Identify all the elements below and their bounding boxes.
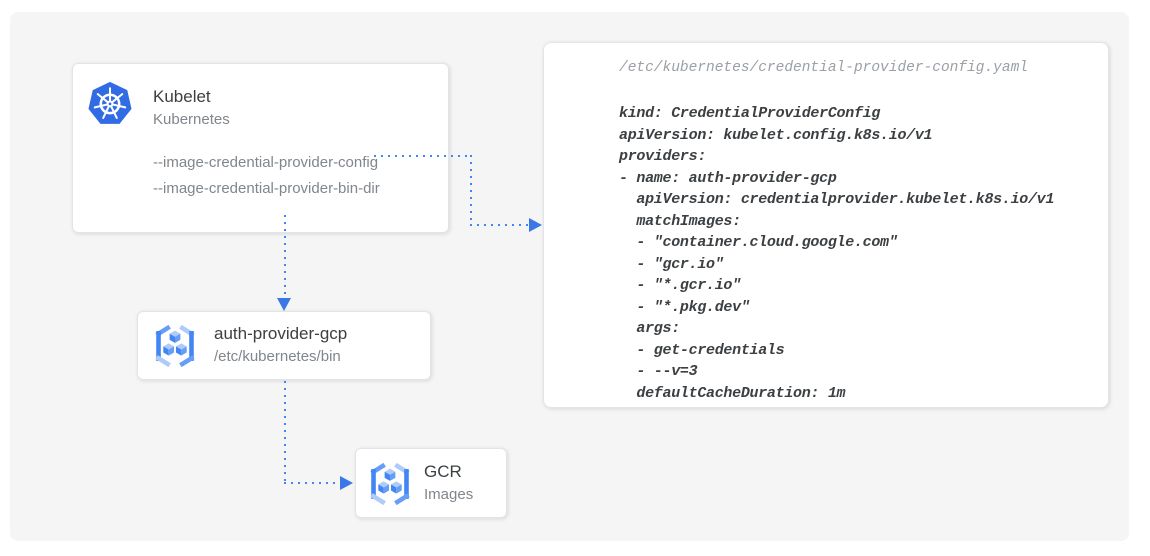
kubelet-title: Kubelet [153, 87, 211, 106]
container-registry-icon [152, 323, 198, 369]
auth-provider-title: auth-provider-gcp [214, 324, 348, 343]
credential-provider-config-panel: /etc/kubernetes/credential-provider-conf… [543, 42, 1109, 408]
arrow-config-to-yaml-head [529, 218, 542, 232]
kubelet-flags: --image-credential-provider-config --ima… [153, 150, 380, 202]
kubelet-node: Kubelet Kubernetes --image-credential-pr… [72, 63, 449, 233]
arrow-config-to-yaml-seg1 [374, 155, 471, 157]
arrow-auth-to-gcr-seg2 [284, 482, 341, 484]
flag-image-credential-provider-bin-dir: --image-credential-provider-bin-dir [153, 180, 380, 197]
arrow-auth-to-gcr-head [340, 476, 353, 490]
arrow-auth-to-gcr-seg1 [284, 381, 286, 483]
arrow-config-to-yaml-seg3 [470, 224, 530, 226]
config-file-path: /etc/kubernetes/credential-provider-conf… [619, 60, 1028, 76]
flag-image-credential-provider-config: --image-credential-provider-config [153, 154, 379, 171]
arrow-kubelet-to-auth-head [277, 298, 291, 311]
container-registry-icon [367, 461, 413, 507]
gcr-title: GCR [424, 462, 462, 481]
arrow-kubelet-to-auth-seg [284, 215, 286, 299]
kubernetes-helm-icon [87, 80, 133, 126]
gcr-node: GCR Images [355, 448, 507, 518]
auth-provider-gcp-node: auth-provider-gcp /etc/kubernetes/bin [137, 311, 431, 380]
config-yaml-code: kind: CredentialProviderConfig apiVersio… [619, 105, 1055, 402]
arrow-config-to-yaml-seg2 [470, 155, 472, 226]
gcr-subtitle: Images [424, 486, 474, 503]
kubelet-subtitle: Kubernetes [153, 111, 230, 128]
auth-provider-subtitle: /etc/kubernetes/bin [214, 348, 341, 365]
